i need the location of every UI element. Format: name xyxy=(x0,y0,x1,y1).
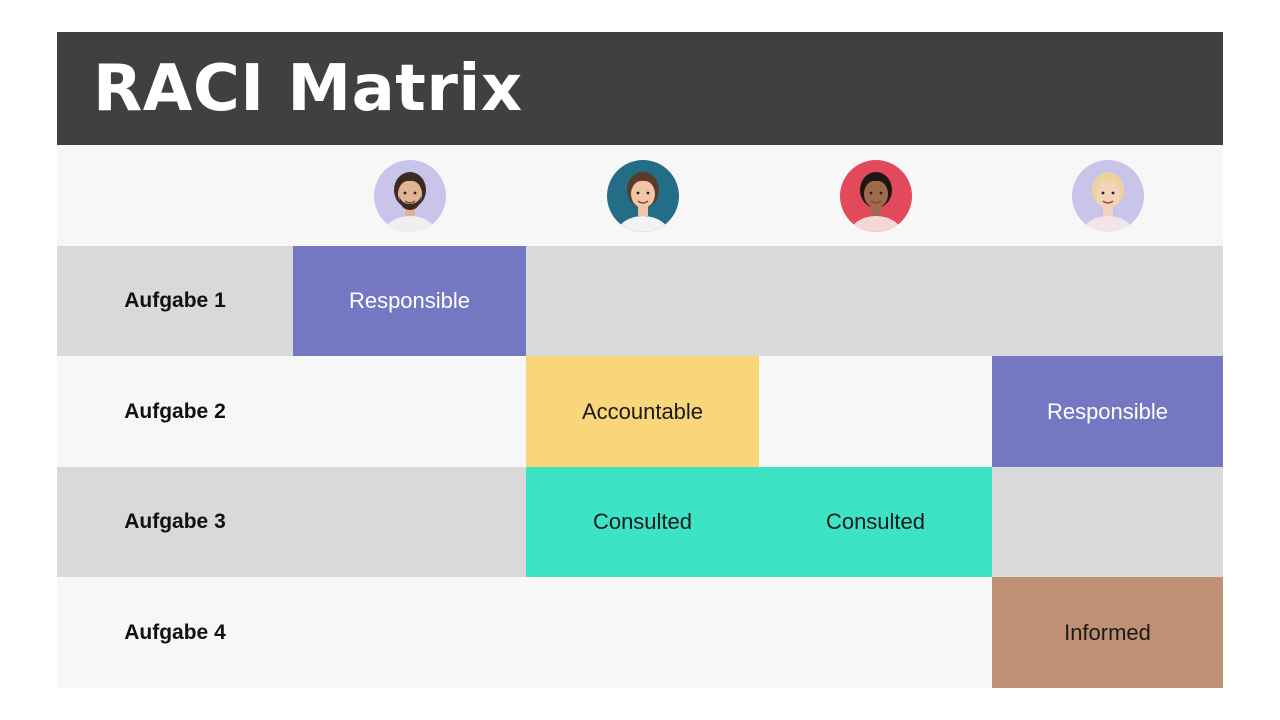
empty-cell xyxy=(526,577,759,688)
empty-cell xyxy=(759,356,992,467)
person-header-2 xyxy=(526,145,759,246)
person-avatar-icon xyxy=(373,159,446,232)
empty-cell xyxy=(526,246,759,356)
role-cell-responsible: Responsible xyxy=(992,356,1223,467)
person-header-1 xyxy=(293,145,526,246)
person-avatar-icon xyxy=(1071,159,1144,232)
empty-cell xyxy=(293,356,526,467)
matrix-corner xyxy=(57,145,293,246)
role-cell-responsible: Responsible xyxy=(293,246,526,356)
task-label-3: Aufgabe 3 xyxy=(57,467,293,577)
person-avatar-icon xyxy=(606,159,679,232)
person-header-4 xyxy=(992,145,1223,246)
empty-cell xyxy=(992,467,1223,577)
role-cell-consulted: Consulted xyxy=(526,467,759,577)
empty-cell xyxy=(992,246,1223,356)
task-label-2: Aufgabe 2 xyxy=(57,356,293,467)
empty-cell xyxy=(759,577,992,688)
person-avatar-icon xyxy=(839,159,912,232)
page-title: RACI Matrix xyxy=(93,51,523,126)
task-label-4: Aufgabe 4 xyxy=(57,577,293,688)
title-bar: RACI Matrix xyxy=(57,32,1223,145)
role-cell-consulted: Consulted xyxy=(759,467,992,577)
empty-cell xyxy=(759,246,992,356)
empty-cell xyxy=(293,467,526,577)
empty-cell xyxy=(293,577,526,688)
task-label-1: Aufgabe 1 xyxy=(57,246,293,356)
role-cell-accountable: Accountable xyxy=(526,356,759,467)
person-header-3 xyxy=(759,145,992,246)
role-cell-informed: Informed xyxy=(992,577,1223,688)
